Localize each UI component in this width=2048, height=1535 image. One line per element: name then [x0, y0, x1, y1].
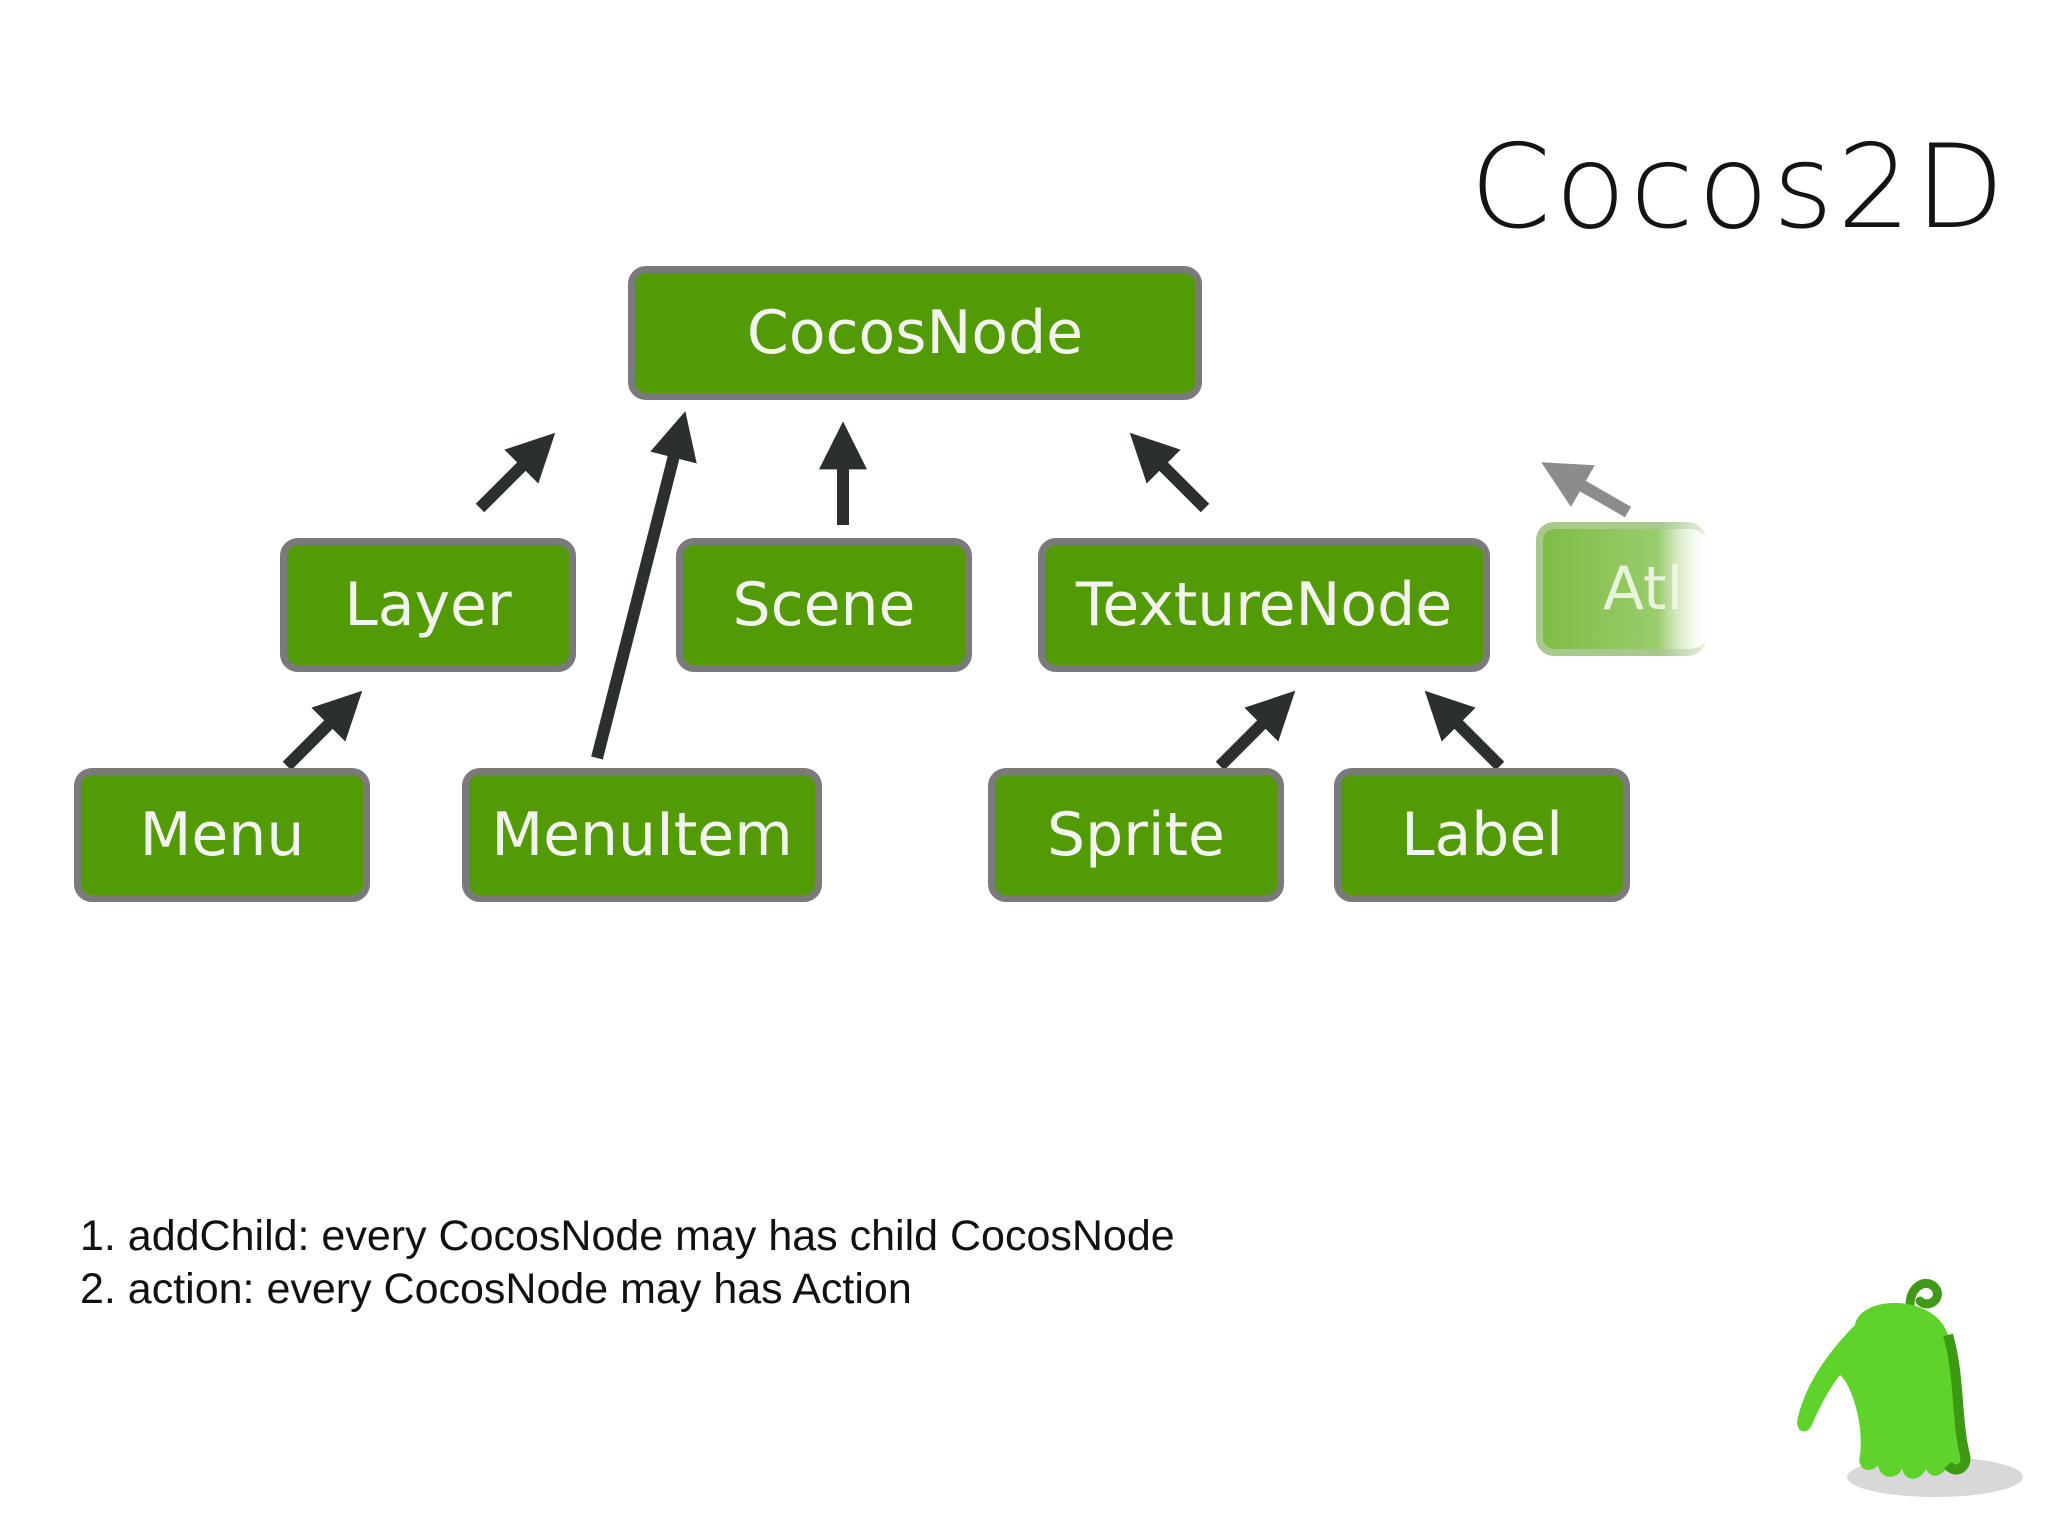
notes-list: 1. addChild: every CocosNode may has chi… — [80, 1210, 1380, 1316]
note-item: 2. action: every CocosNode may has Actio… — [80, 1265, 912, 1313]
node-menuitem: MenuItem — [462, 768, 822, 902]
arrow-layer-to-cocosnode — [475, 432, 556, 513]
node-menu: Menu — [74, 768, 370, 902]
arrow-menuitem-to-cocosnode — [591, 411, 697, 760]
node-scene-label: Scene — [732, 570, 916, 640]
node-label-label: Label — [1401, 800, 1563, 870]
node-layer: Layer — [280, 538, 576, 672]
node-sprite-label: Sprite — [1047, 800, 1225, 870]
slide-title: Cocos2D — [1470, 120, 2009, 255]
node-texturenode: TextureNode — [1038, 538, 1490, 672]
node-layer-label: Layer — [344, 570, 512, 640]
node-label: Label — [1334, 768, 1630, 902]
node-texturenode-label: TextureNode — [1075, 570, 1453, 640]
node-menu-label: Menu — [139, 800, 305, 870]
arrow-sprite-to-texturenode — [1215, 690, 1296, 771]
arrow-texturenode-to-cocosnode — [1129, 432, 1210, 513]
node-sprite: Sprite — [988, 768, 1284, 902]
mascot-icon — [1797, 1279, 2023, 1497]
node-cocosnode-label: CocosNode — [746, 298, 1084, 368]
node-scene: Scene — [676, 538, 972, 672]
node-menuitem-label: MenuItem — [491, 800, 793, 870]
arrow-label-to-texturenode — [1424, 690, 1505, 771]
arrow-atlas-to-cocosnode — [1541, 462, 1631, 518]
note-item: 1. addChild: every CocosNode may has chi… — [80, 1212, 1175, 1260]
node-cocosnode: CocosNode — [628, 266, 1202, 400]
arrow-menu-to-layer — [282, 690, 363, 771]
fade-overlay — [1660, 510, 1740, 660]
